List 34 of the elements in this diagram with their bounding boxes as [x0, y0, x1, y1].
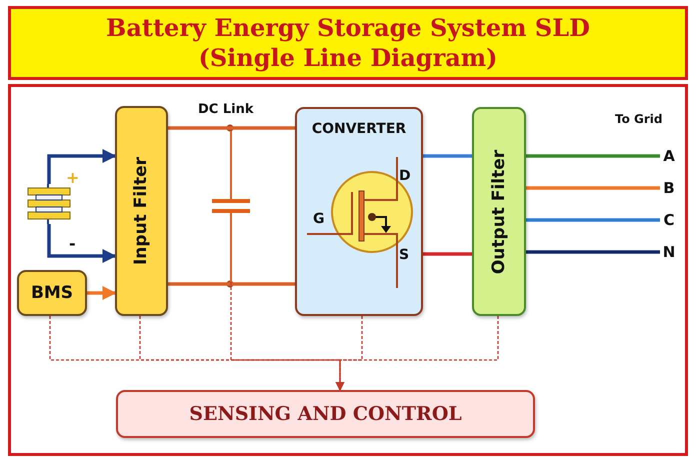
- converter-box: [295, 107, 423, 316]
- phase-label: C: [660, 210, 678, 230]
- arrow: [87, 286, 116, 300]
- signal-line: [335, 316, 499, 391]
- arrow: [47, 224, 116, 263]
- terminal-label: G: [313, 211, 324, 227]
- node-label: BMS: [30, 283, 74, 303]
- connector-line: [423, 252, 472, 256]
- output-filter-box: [472, 107, 526, 316]
- phase-label: A: [660, 146, 678, 166]
- connector-line: [526, 250, 660, 254]
- connector-line: [526, 186, 660, 190]
- polarity-label: +: [66, 168, 80, 187]
- connector-line: [423, 154, 472, 158]
- terminal-label: S: [399, 247, 410, 263]
- terminal-label: D: [399, 168, 411, 184]
- node-label: SENSING AND CONTROL: [189, 403, 462, 425]
- node-label: Output Filter: [489, 149, 509, 274]
- arrow: [47, 149, 116, 184]
- phase-label: N: [660, 242, 678, 262]
- connector-line: [168, 282, 295, 286]
- connector-line: [168, 126, 295, 130]
- connector-line: [526, 154, 660, 158]
- input-filter-box: [115, 106, 168, 316]
- to-grid-label: To Grid: [615, 112, 662, 126]
- dc-link-label: DC Link: [198, 102, 254, 117]
- connector-line: [526, 218, 660, 222]
- bms-box: [17, 270, 87, 316]
- sensing-control-box: [116, 390, 535, 438]
- node-label: CONVERTER: [310, 121, 408, 137]
- node-label: Input Filter: [132, 156, 152, 266]
- polarity-label: -: [69, 234, 76, 253]
- title-banner: Battery Energy Storage System SLD (Single Line Diagram): [8, 6, 688, 80]
- phase-label: B: [660, 178, 678, 198]
